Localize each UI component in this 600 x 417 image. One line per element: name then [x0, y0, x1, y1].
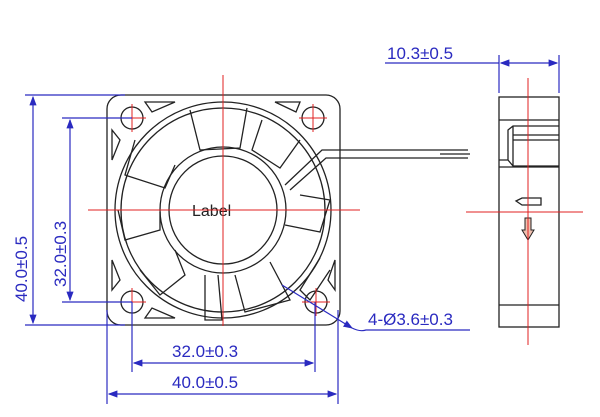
centerlines-front: [88, 75, 360, 326]
thickness-dimension: 10.3±0.5: [387, 44, 453, 63]
dimension-lines: [25, 55, 560, 404]
hole-spacing-vertical-dimension: 32.0±0.3: [51, 221, 70, 287]
hub-label: Label: [192, 203, 231, 220]
overall-height-dimension: 40.0±0.5: [12, 236, 31, 302]
overall-width-dimension: 40.0±0.5: [172, 373, 238, 392]
mounting-hole-dimension: 4-Ø3.6±0.3: [368, 310, 453, 329]
corner-struts: [111, 101, 336, 319]
cable: [284, 149, 470, 191]
side-view: [466, 78, 583, 345]
fan-blades: [117, 107, 331, 321]
rotation-arrow-icon: [514, 197, 542, 206]
centerlines-side: [466, 78, 583, 345]
front-view: Label: [88, 75, 470, 326]
hole-spacing-horizontal-dimension: 32.0±0.3: [172, 342, 238, 361]
